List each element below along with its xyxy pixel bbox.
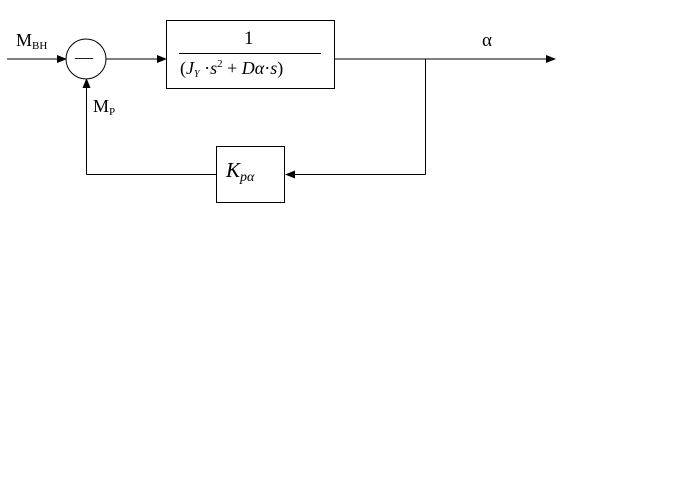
- inertia-subscript: Y: [194, 69, 200, 80]
- alpha-symbol: α: [254, 58, 265, 78]
- dot-operator: ·: [204, 58, 211, 78]
- input-signal-main: M: [16, 30, 33, 50]
- feedback-signal-label: MP: [93, 96, 115, 118]
- laplace-s: s: [210, 58, 218, 78]
- laplace-s: s: [270, 58, 278, 78]
- feedback-block: [216, 146, 285, 203]
- feedback-block-label: Kpα: [226, 158, 254, 186]
- input-signal-label: MBH: [16, 30, 47, 52]
- paren-open: (: [180, 58, 186, 78]
- feedback-signal-main: M: [93, 96, 110, 116]
- summing-sign: —: [75, 47, 93, 67]
- input-signal-sub: BH: [32, 40, 48, 52]
- paren-close: ): [277, 58, 284, 78]
- forward-block-numerator: 1: [244, 28, 254, 49]
- exponent: 2: [217, 58, 223, 70]
- plus-operator: +: [227, 58, 238, 78]
- gain-symbol: K: [226, 158, 241, 182]
- forward-block-denominator: (JY ·s2 + Dα·s): [180, 58, 283, 80]
- output-signal-label: α: [482, 30, 492, 51]
- forward-block: [166, 20, 335, 89]
- dot-operator: ·: [264, 58, 271, 78]
- gain-subscript: pα: [240, 170, 255, 185]
- feedback-signal-sub: P: [109, 106, 116, 118]
- damping-symbol: D: [241, 58, 255, 78]
- inertia-symbol: J: [186, 58, 194, 78]
